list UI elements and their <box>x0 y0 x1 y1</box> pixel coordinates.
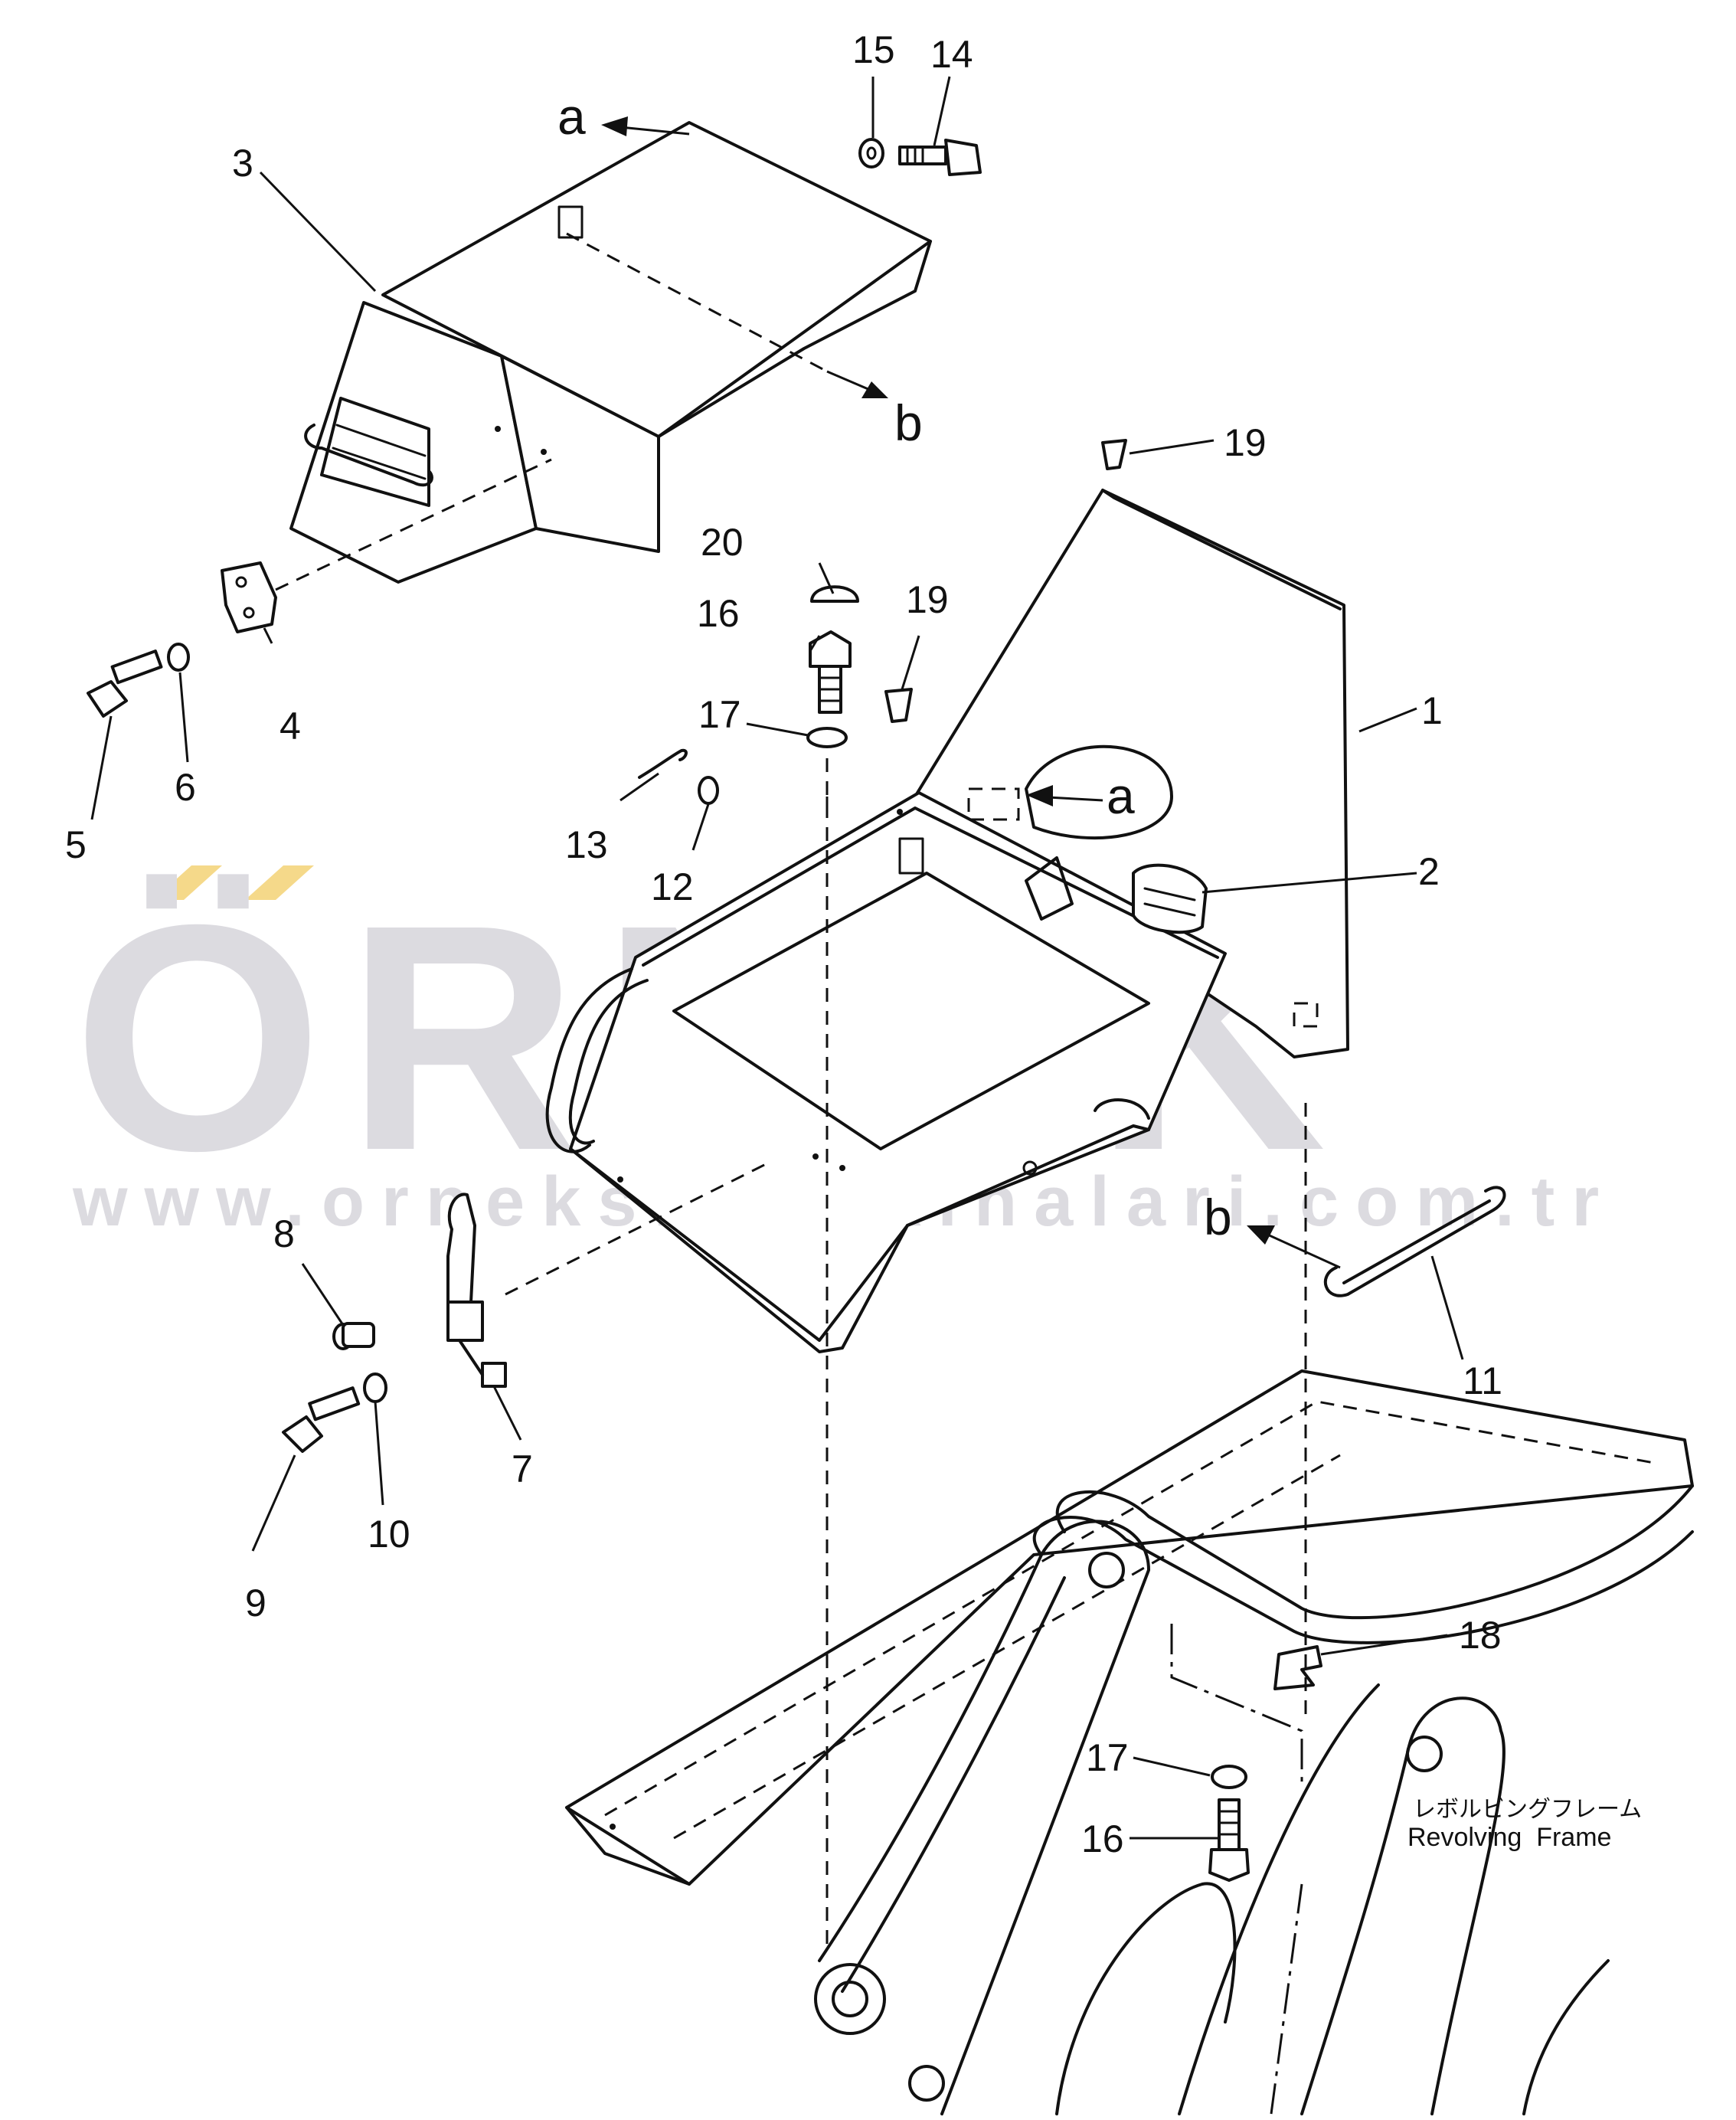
callout-11: 11 <box>1463 1359 1502 1402</box>
frame-label-japanese: レボルビングフレーム <box>1413 1797 1642 1822</box>
leader-lines <box>90 76 1464 1840</box>
callout-16-lower: 16 <box>1081 1817 1124 1860</box>
reference-letters: a b a b <box>557 88 1232 1245</box>
callout-7: 7 <box>512 1448 533 1490</box>
callout-4: 4 <box>280 705 301 748</box>
callout-1: 1 <box>1421 689 1443 732</box>
callout-13: 13 <box>565 823 608 866</box>
frame-label: レボルビングフレーム Revolving Frame <box>1407 1797 1642 1852</box>
callout-12: 12 <box>651 865 694 908</box>
bolt-part-16-upper <box>809 630 852 714</box>
tray-side-handle <box>545 967 633 1153</box>
washer-part-15 <box>858 138 884 168</box>
callout-6: 6 <box>175 766 196 809</box>
callout-17-upper: 17 <box>698 693 741 736</box>
cover-part-3 <box>289 121 932 584</box>
box-inner-floor <box>672 872 1150 1150</box>
callout-3: 3 <box>232 142 253 185</box>
rubber-part-19-mid <box>884 688 913 723</box>
letter-a-top: a <box>557 88 586 145</box>
callout-14: 14 <box>930 33 973 76</box>
cover-handle <box>304 424 433 487</box>
frame-boom-bracket-top <box>1056 1484 1694 1620</box>
washer-part-17-upper <box>806 727 848 748</box>
pin-part-13 <box>638 748 688 779</box>
callout-2: 2 <box>1418 850 1440 893</box>
rubber-part-19-upper <box>1101 439 1127 470</box>
watermark-accent-left <box>153 865 222 900</box>
callout-numbers: 15 14 3 19 20 16 19 17 1 2 4 6 5 13 12 8… <box>65 28 1502 1860</box>
letter-b-mid: b <box>1204 1189 1232 1245</box>
assembly-line-4 <box>275 458 552 591</box>
clip-part-18 <box>1273 1645 1322 1690</box>
cap-part-20 <box>810 585 859 603</box>
bolt-part-14 <box>898 139 982 176</box>
detail-bubble-a <box>1025 744 1173 840</box>
washer-part-6 <box>167 643 190 672</box>
frame-label-english: Revolving Frame <box>1407 1823 1611 1852</box>
callout-19-upper: 19 <box>1224 421 1267 464</box>
pin-part-8 <box>332 1322 375 1350</box>
box-part-1 <box>545 489 1349 1353</box>
bolt-part-16-lower <box>1208 1798 1250 1882</box>
reference-arrows <box>601 116 1341 1269</box>
callout-18: 18 <box>1459 1614 1502 1657</box>
rubber-part-2 <box>1132 863 1208 934</box>
callout-9: 9 <box>245 1582 266 1624</box>
callout-8: 8 <box>273 1212 295 1255</box>
washer-part-12 <box>698 776 719 805</box>
letter-a-mid: a <box>1107 767 1135 824</box>
assembly-line-7 <box>505 1163 767 1296</box>
washer-part-10 <box>363 1372 387 1403</box>
frame-left-plate <box>818 1520 1150 2115</box>
callout-17-lower: 17 <box>1086 1736 1129 1779</box>
washer-part-17-lower <box>1211 1765 1247 1789</box>
callout-20: 20 <box>701 521 744 564</box>
bolt-part-5 <box>87 649 163 718</box>
callout-15: 15 <box>852 28 895 71</box>
callout-5: 5 <box>65 823 87 866</box>
callout-10: 10 <box>368 1513 410 1556</box>
callout-19-mid: 19 <box>906 578 949 621</box>
cover-front-face <box>289 301 538 584</box>
latch-part-7 <box>446 1192 507 1388</box>
frame-right-plate <box>1300 1696 1506 2115</box>
watermark-accent-right <box>245 865 314 900</box>
bolt-part-9 <box>282 1386 361 1453</box>
callout-16-upper: 16 <box>697 592 740 635</box>
revolving-frame <box>565 1369 1694 2115</box>
bracket-part-4 <box>221 561 277 633</box>
rod-part-11 <box>1323 1186 1506 1297</box>
letter-b-top: b <box>894 394 923 451</box>
